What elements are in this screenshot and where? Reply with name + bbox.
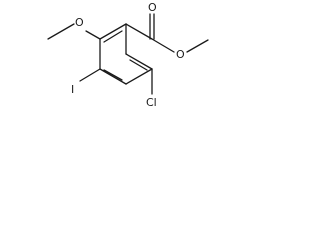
ring-bond-c1-c2 xyxy=(125,53,153,70)
bond-carbonyl-to-ester-oxygen xyxy=(151,38,175,53)
chemical-structure-diagram: O O O I Cl xyxy=(47,1,209,109)
bond-ring-to-carbonyl xyxy=(125,23,153,40)
iodine-label: I xyxy=(71,83,74,96)
ring-bond-c2-c3 xyxy=(125,68,153,85)
bond-ester-oxygen-to-methyl xyxy=(186,39,209,53)
bond-ring-to-iodine xyxy=(79,68,101,82)
methoxy-oxygen-label: O xyxy=(75,16,84,29)
ring-bond-c5-c6 xyxy=(99,23,127,40)
ring-bond-c3-c4 xyxy=(99,68,127,85)
ring-double-bond-c3-c4 xyxy=(103,69,123,81)
bond-ring-to-methoxy-oxygen xyxy=(85,30,101,40)
ring-double-bond-c5-c6 xyxy=(103,30,123,43)
chlorine-label: Cl xyxy=(146,96,157,109)
methoxy-group: O xyxy=(47,16,101,40)
iodo-substituent: I xyxy=(71,68,101,96)
carbonyl-oxygen-label: O xyxy=(148,1,157,14)
bond-methoxy-oxygen-to-methyl xyxy=(47,23,75,40)
ring-double-bond-c1-c2 xyxy=(129,59,148,71)
chloro-substituent: Cl xyxy=(146,68,157,109)
methyl-ester-group: O O xyxy=(125,1,209,61)
benzene-ring xyxy=(99,23,153,85)
ester-oxygen-label: O xyxy=(176,48,185,61)
